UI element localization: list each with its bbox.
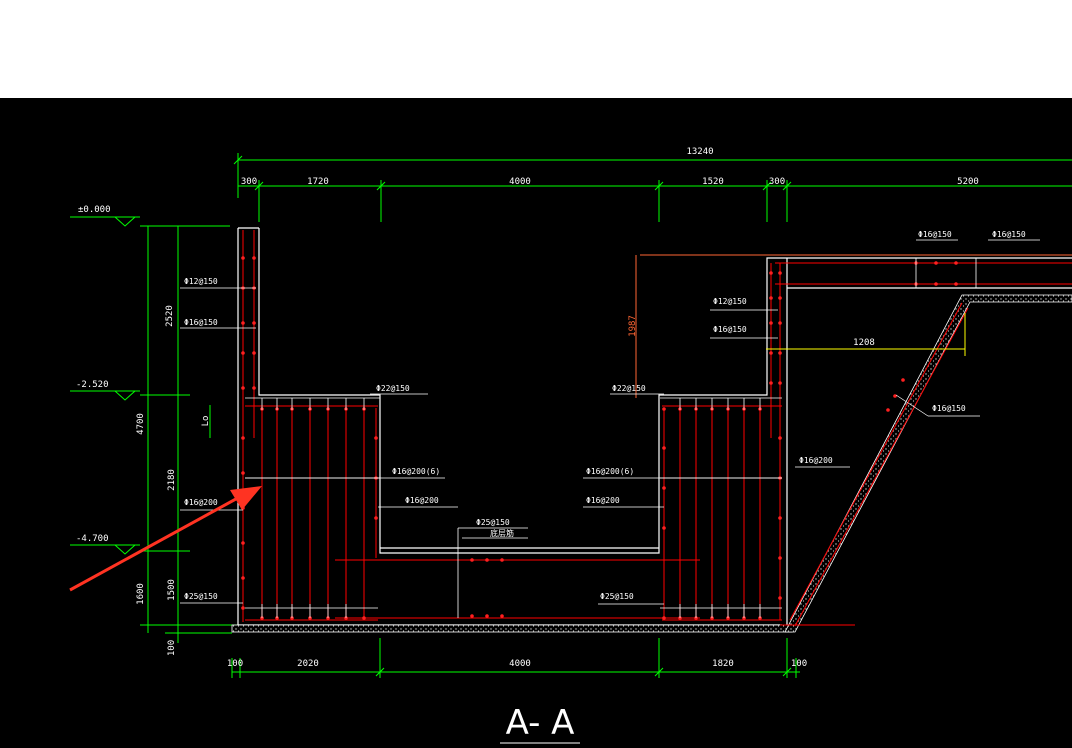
- dim-bottom-3: 4000: [509, 659, 531, 669]
- rebar-label: Φ25@150: [476, 518, 510, 527]
- rebar-label: Φ16@200(6): [392, 467, 440, 476]
- red-dim: 1987: [628, 315, 638, 337]
- vdim-2: 4700: [136, 413, 146, 435]
- leader-lines: [180, 239, 1040, 605]
- rebar-label: Φ16@150: [184, 318, 218, 327]
- rebar-label: Φ16@150: [992, 230, 1026, 239]
- dim-top-5: 300: [769, 177, 785, 187]
- yellow-dim-text: 1208: [853, 338, 875, 348]
- vdim-lo: Lo: [201, 416, 211, 427]
- dim-bottom-1: 100: [227, 659, 243, 669]
- rebar-label: Φ16@200: [405, 496, 439, 505]
- dim-bottom-5: 100: [791, 659, 807, 669]
- concrete-structure: [237, 227, 1072, 626]
- rebar-label: Φ22@150: [612, 384, 646, 393]
- dimension-lines: [70, 153, 1072, 678]
- rebar-label: Φ25@150: [184, 592, 218, 601]
- rebar-lines: [242, 230, 1072, 627]
- rebar-label: Φ16@200: [799, 456, 833, 465]
- rebar-label: Φ16@200: [586, 496, 620, 505]
- level-0: ±0.000: [78, 205, 111, 215]
- rebar-label-texts: Φ12@150 Φ16@150 Φ22@150 Φ16@200(6) Φ16@2…: [184, 230, 1026, 601]
- section-drawing: 13240 300 1720 4000 1520 300 5200 100 20…: [69, 147, 1072, 744]
- rebar-label: 底层筋: [490, 528, 514, 538]
- vertical-dim-texts: 2520 4700 2180 1600 1500 100 Lo 1987 120…: [136, 305, 875, 656]
- top-blank-area: [0, 0, 1072, 98]
- title-text: A- A: [506, 703, 575, 743]
- dim-bottom-2: 2020: [297, 659, 319, 669]
- base-slab-hatch: [231, 624, 793, 633]
- dim-top-4: 1520: [702, 177, 724, 187]
- yellow-dimension: [766, 313, 966, 356]
- level-2: -4.700: [76, 534, 109, 544]
- dim-top-3: 4000: [509, 177, 531, 187]
- rebar-label: Φ16@200(6): [586, 467, 634, 476]
- level-texts: ±0.000 -2.520 -4.700: [76, 205, 111, 544]
- rebar-label: Φ16@200: [184, 498, 218, 507]
- dim-bottom-4: 1820: [712, 659, 734, 669]
- vdim-5: 1500: [167, 579, 177, 601]
- stirrup-ticks: [245, 258, 977, 618]
- section-title: A- A: [500, 703, 580, 744]
- rebar-label: Φ16@150: [918, 230, 952, 239]
- rebar-label: Φ25@150: [600, 592, 634, 601]
- rebar-label: Φ22@150: [376, 384, 410, 393]
- slope-hatch: [784, 294, 1072, 633]
- dim-top-1: 300: [241, 177, 257, 187]
- rebar-label: Φ12@150: [713, 297, 747, 306]
- rebar-label: Φ12@150: [184, 277, 218, 286]
- rebar-dots: [241, 256, 958, 620]
- vdim-3: 2180: [167, 469, 177, 491]
- vdim-4: 1600: [136, 583, 146, 605]
- rebar-label: Φ16@150: [713, 325, 747, 334]
- dim-overall: 13240: [686, 147, 713, 157]
- cad-canvas[interactable]: 13240 300 1720 4000 1520 300 5200 100 20…: [0, 98, 1072, 748]
- dim-top-2: 1720: [307, 177, 329, 187]
- rebar-label: Φ16@150: [932, 404, 966, 413]
- vdim-6: 100: [167, 640, 177, 656]
- dimension-texts: 13240 300 1720 4000 1520 300 5200 100 20…: [227, 147, 979, 669]
- level-1: -2.520: [76, 380, 109, 390]
- dim-top-6: 5200: [957, 177, 979, 187]
- vdim-1: 2520: [165, 305, 175, 327]
- annotation-arrow: [69, 486, 262, 592]
